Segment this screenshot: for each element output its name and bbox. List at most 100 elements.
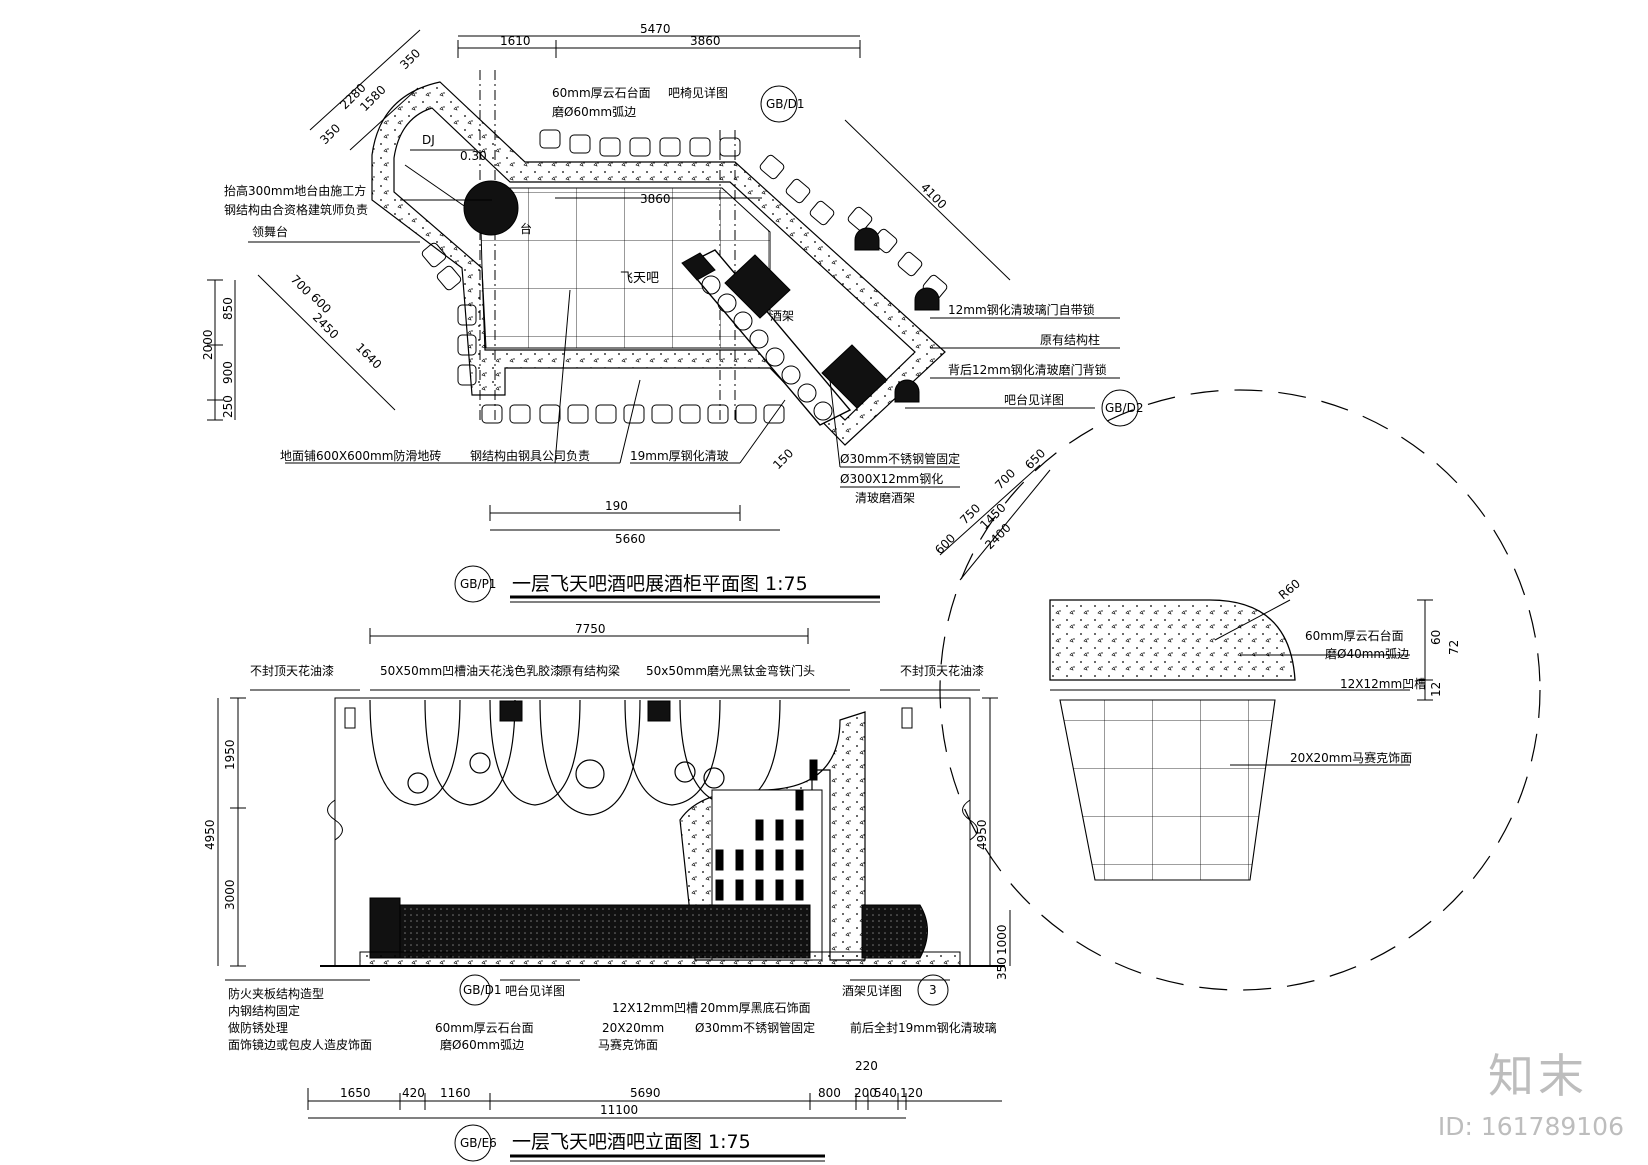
elev-note-fire-2: 内钢结构固定 [228,1003,300,1018]
plan-dim-br-d: 650 [1022,446,1048,472]
plan-note-dance: 领舞台 [252,224,288,239]
plan-note-bar-detail-ref: GB/D2 [1105,401,1143,415]
plan-note-column: 原有结构柱 [1040,332,1100,347]
elev-note-pipe: Ø30mm不锈钢管固定 [695,1020,815,1035]
elev-dim-left-total: 4950 [203,819,217,850]
plan-text: 5470 1610 3860 3860 2280 1580 350 350 41… [201,22,1143,595]
elevation-text: 7750 4950 1950 3000 4950 1000 350 1650 4… [203,622,1009,1153]
plan-wine-block-2 [821,344,888,409]
detail-dim-b: 72 [1447,640,1461,655]
elev-note-groove: 50X50mm凹槽油天花浅色乳胶漆 [380,663,562,678]
plan-dim-left-c: 2450 [310,310,341,341]
detail-radius: R60 [1276,576,1303,602]
plan-note-raise-1: 抬高300mm地台由施工方 [224,183,366,198]
elev-title: 一层飞天吧酒吧立面图 1:75 [512,1131,751,1153]
elev-note-groove12: 12X12mm凹槽 [612,1001,698,1015]
plan-dj-label: DJ [422,133,435,147]
detail-view [939,389,1541,991]
plan-note-edge: 磨Ø60mm弧边 [552,105,636,119]
elev-note-fire-3: 做防锈处理 [228,1020,288,1035]
plan-dim-top-right: 3860 [690,34,721,48]
detail-mosaic [1059,699,1276,881]
plan-dim-left-v-c: 250 [221,395,235,418]
plan-column-round [463,180,519,236]
plan-dim-left-a: 700 [288,272,314,298]
detail-text: 60mm厚云石台面 磨Ø40mm弧边 12X12mm凹槽 20X20mm马赛克饰… [1276,576,1461,765]
detail-dim-c: 12 [1429,682,1443,697]
elev-note-marble: 20mm厚黑底石饰面 [700,1000,811,1015]
elev-note-ceiling-left: 不封顶天花油漆 [250,663,334,678]
elev-dim-b6: 200 [854,1086,877,1100]
detail-edge: 磨Ø40mm弧边 [1325,647,1409,661]
plan-note-bar-detail: 吧台见详图 [1004,392,1064,407]
plan-dim-bottom-total: 5660 [615,532,646,546]
plan-dim-top-total: 5470 [640,22,671,36]
plan-center-label: 飞天吧 [620,271,659,286]
elev-dim-left-upper: 1950 [223,739,237,770]
elev-dim-right-lower: 1000 [995,924,1009,955]
plan-dim-top-left: 1610 [500,34,531,48]
detail-dim-a: 60 [1429,630,1443,645]
plan-dim-left-d: 1640 [353,340,384,371]
elev-note-countertop: 60mm厚云石台面 [435,1020,534,1035]
plan-rack-circles [701,275,833,421]
elev-dim-b8: 120 [900,1086,923,1100]
elev-dim-b-total: 11100 [600,1103,638,1117]
plan-tag: GB/P1 [460,577,496,591]
plan-dim-left-v-a: 850 [221,297,235,320]
elev-note-wine-ref: 3 [929,983,937,997]
elev-note-mosaic-1: 20X20mm [602,1021,664,1035]
detail-groove: 12X12mm凹槽 [1340,677,1426,691]
plan-note-glass: 19mm厚钢化清玻 [630,449,729,463]
plan-level-note: 0.30 [460,149,487,163]
plan-dim-left-v-total: 2000 [201,329,215,360]
elev-note-fire-4: 面饰镜边或包皮人造皮饰面 [228,1037,372,1052]
elev-dim-right-total: 4950 [975,819,989,850]
elev-dim-b-top: 220 [855,1059,878,1073]
plan-dim-inner: 3860 [640,192,671,206]
elev-note-wine-rack: 酒架见详图 [842,983,902,998]
elev-dim-b2: 420 [402,1086,425,1100]
plan-title: 一层飞天吧酒吧展酒柜平面图 1:75 [512,573,808,595]
elev-note-mosaic-2: 马赛克饰面 [598,1037,658,1052]
elev-dim-right-bottom: 350 [995,957,1009,980]
watermark-logo: 知末 [1488,1049,1588,1103]
plan-note-steel: 钢结构由钢具公司负责 [470,448,590,463]
plan-dim-br-a: 150 [770,446,796,472]
detail-countertop: 60mm厚云石台面 [1305,628,1404,643]
elev-tag: GB/E6 [460,1136,497,1150]
elevation-bar-counter [371,904,811,959]
plan-note-pipe: Ø30mm不锈钢管固定 [840,451,960,466]
elev-note-bar-ref: GB/D1 [463,983,501,997]
elev-dim-b1: 1650 [340,1086,371,1100]
plan-note-floor: 地面铺600X600mm防滑地砖 [280,448,441,463]
plan-wine-block-1 [724,254,791,319]
elev-note-sheet: 50x50mm磨光黑钛金弯铁门头 [646,663,815,678]
plan-note-raise-2: 钢结构由合资格建筑师负责 [224,202,368,217]
elev-note-bar-detail: 吧台见详图 [505,983,565,998]
elev-dim-b7: 540 [874,1086,897,1100]
plan-note-rack-2: 清玻磨酒架 [855,491,915,505]
detail-boundary [939,389,1541,991]
elev-note-fire-1: 防火夹板结构造型 [228,986,324,1001]
elev-note-glass: 前后全封19mm钢化清玻璃 [850,1020,997,1035]
elev-dim-left-lower: 3000 [223,879,237,910]
plan-note-back-door: 背后12mm钢化清玻磨门背锁 [948,362,1107,377]
elev-dim-b3: 1160 [440,1086,471,1100]
plan-note-wine: 酒架 [770,309,794,323]
plan-note-glass-door: 12mm钢化清玻璃门自带锁 [948,302,1095,317]
elev-dim-top-total: 7750 [575,622,606,636]
plan-bar-stools [421,129,948,424]
plan-note-countertop: 60mm厚云石台面 [552,85,651,100]
plan-dim-br-e: 600 [932,531,958,557]
elev-note-beam: 原有结构梁 [560,663,620,678]
plan-note-rack-1: Ø300X12mm钢化 [840,472,943,486]
plan-dim-left-v-b: 900 [221,361,235,384]
plan-dim-right-diag: 4100 [918,180,949,211]
plan-note-bar-chair-ref: GB/D1 [766,97,804,111]
elev-note-edge: 磨Ø60mm弧边 [440,1038,524,1052]
detail-mosaic: 20X20mm马赛克饰面 [1290,750,1412,765]
elevation-view [217,628,1011,1162]
elev-note-ceiling-right: 不封顶天花油漆 [900,663,984,678]
